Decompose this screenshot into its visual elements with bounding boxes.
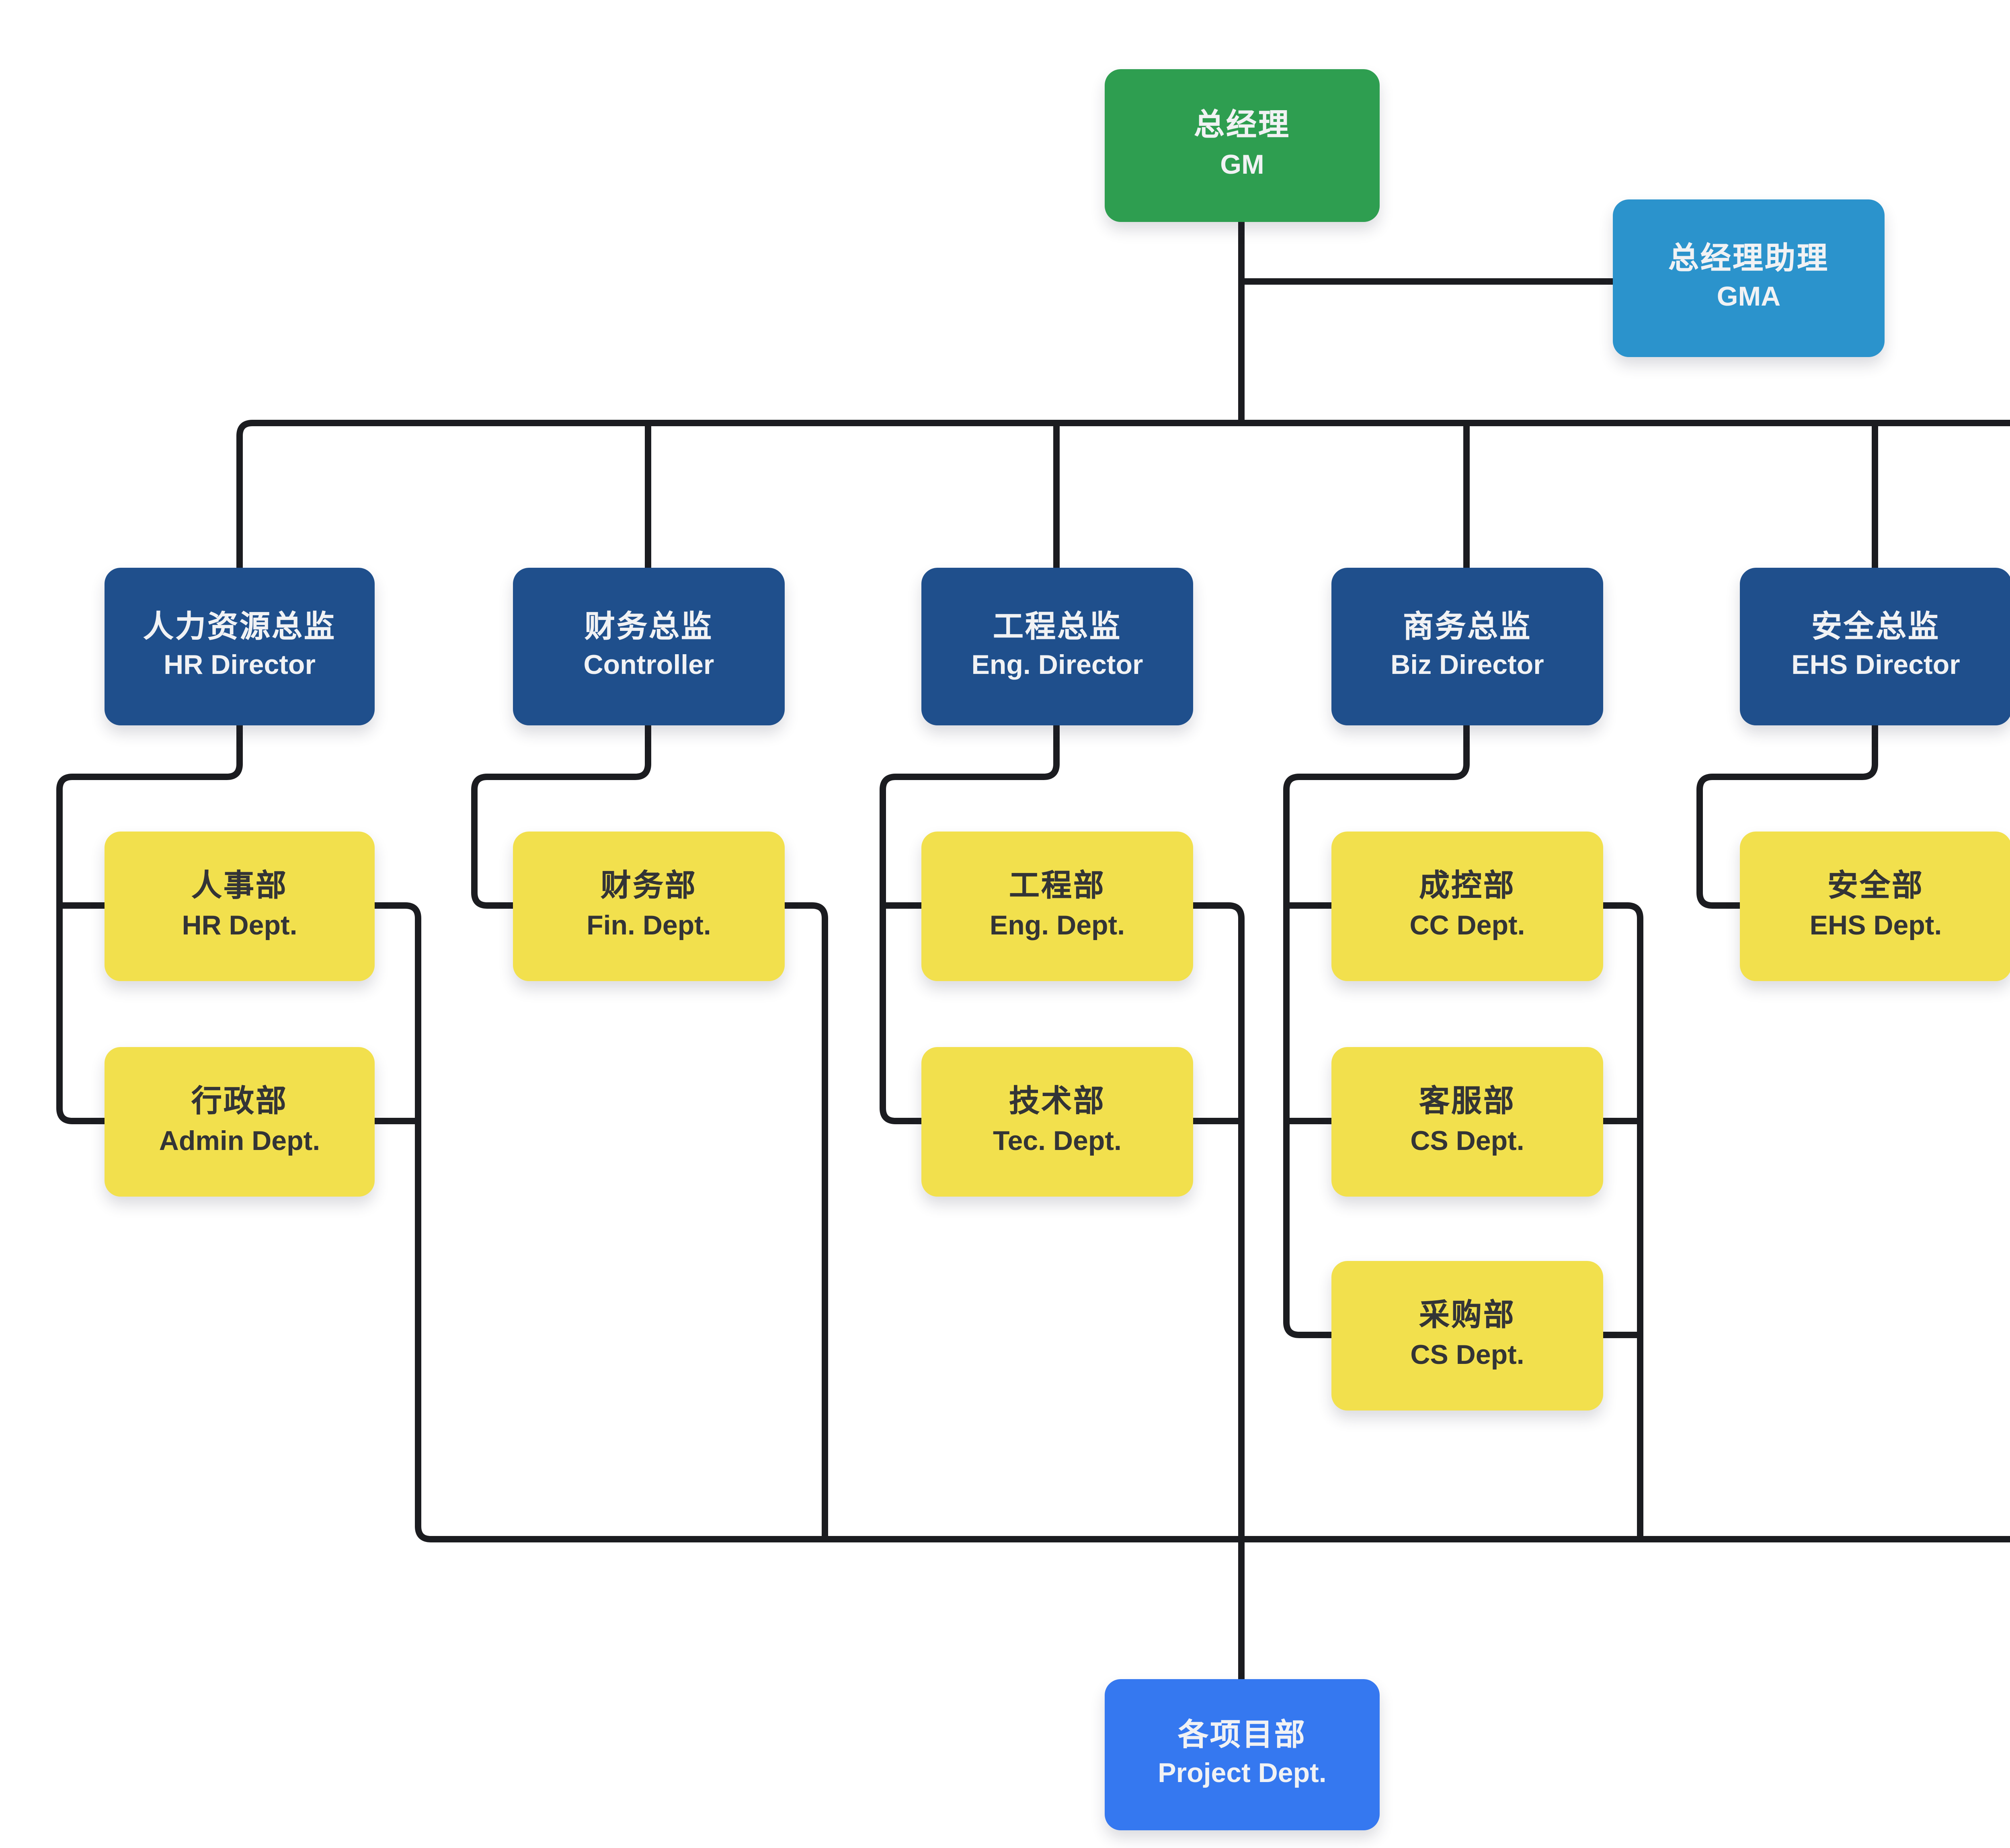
node-label-en: EHS Dept. xyxy=(1809,910,1942,941)
node-label-zh: 安全总监 xyxy=(1811,610,1940,645)
node-label-zh: 人事部 xyxy=(191,870,288,904)
node-label-zh: 工程总监 xyxy=(993,610,1122,645)
node-label-zh: 工程部 xyxy=(1009,870,1106,904)
org-node-biz-director: 商务总监 Biz Director xyxy=(1331,568,1603,725)
c-top-bus xyxy=(236,420,2010,571)
node-label-zh: 人力资源总监 xyxy=(143,610,336,645)
node-label-en: Admin Dept. xyxy=(159,1125,320,1156)
org-node-hr-director: 人力资源总监 HR Director xyxy=(105,568,375,725)
node-label-en: CS Dept. xyxy=(1410,1339,1524,1370)
org-node-hr-dept: 人事部 HR Dept. xyxy=(105,832,375,981)
node-label-zh: 技术部 xyxy=(1009,1086,1106,1120)
node-label-en: Fin. Dept. xyxy=(587,910,711,941)
node-label-zh: 财务部 xyxy=(600,870,697,904)
node-label-zh: 总经理 xyxy=(1194,109,1290,144)
node-label-zh: 客服部 xyxy=(1419,1086,1516,1120)
node-label-zh: 采购部 xyxy=(1419,1300,1516,1334)
org-node-gm: 总经理 GM xyxy=(1105,69,1380,222)
node-label-zh: 商务总监 xyxy=(1403,610,1532,645)
node-label-en: Eng. Dept. xyxy=(989,910,1125,941)
node-label-zh: 安全部 xyxy=(1827,870,1924,904)
c-exit-hr xyxy=(371,902,434,1542)
node-label-en: HR Dept. xyxy=(182,910,297,941)
node-label-en: GMA xyxy=(1717,282,1781,313)
org-node-controller: 财务总监 Controller xyxy=(513,568,785,725)
node-label-en: EHS Director xyxy=(1791,650,1960,681)
node-label-en: HR Director xyxy=(164,650,316,681)
node-label-zh: 财务总监 xyxy=(584,610,713,645)
org-node-eng-director: 工程总监 Eng. Director xyxy=(921,568,1193,725)
org-node-procurement-dept: 采购部 CS Dept. xyxy=(1331,1261,1603,1411)
node-label-en: CS Dept. xyxy=(1410,1125,1524,1156)
c-spine-biz xyxy=(1283,722,1470,1338)
org-node-eng-dept: 工程部 Eng. Dept. xyxy=(921,832,1193,981)
org-node-cs-dept: 客服部 CS Dept. xyxy=(1331,1047,1603,1197)
node-label-en: GM xyxy=(1220,149,1264,180)
c-exit-eng xyxy=(1190,902,1245,1682)
node-label-zh: 各项目部 xyxy=(1177,1719,1306,1753)
org-node-cc-dept: 成控部 CC Dept. xyxy=(1331,832,1603,981)
c-spine-controller xyxy=(471,722,651,909)
org-node-ehs-dept: 安全部 EHS Dept. xyxy=(1740,832,2010,981)
c-exit-cc xyxy=(1600,902,1643,1542)
org-node-admin-dept: 行政部 Admin Dept. xyxy=(105,1047,375,1197)
c-spine-hr xyxy=(56,722,243,1124)
node-label-zh: 行政部 xyxy=(191,1086,288,1120)
c-spine-ehs xyxy=(1696,722,1878,909)
org-node-gma: 总经理助理 GMA xyxy=(1613,199,1885,357)
node-label-en: Eng. Director xyxy=(971,650,1143,681)
node-label-en: Project Dept. xyxy=(1158,1758,1327,1789)
org-node-project-dept: 各项目部 Project Dept. xyxy=(1105,1679,1380,1830)
node-label-en: CC Dept. xyxy=(1409,910,1525,941)
org-node-tec-dept: 技术部 Tec. Dept. xyxy=(921,1047,1193,1197)
org-node-fin-dept: 财务部 Fin. Dept. xyxy=(513,832,785,981)
node-label-en: Controller xyxy=(583,650,714,681)
c-spine-eng xyxy=(880,722,1060,1124)
node-label-en: Biz Director xyxy=(1391,650,1544,681)
org-node-ehs-director: 安全总监 EHS Director xyxy=(1740,568,2010,725)
node-label-en: Tec. Dept. xyxy=(993,1125,1122,1156)
c-exit-fin xyxy=(781,902,828,1542)
node-label-zh: 成控部 xyxy=(1419,870,1516,904)
node-label-zh: 总经理助理 xyxy=(1668,242,1829,276)
